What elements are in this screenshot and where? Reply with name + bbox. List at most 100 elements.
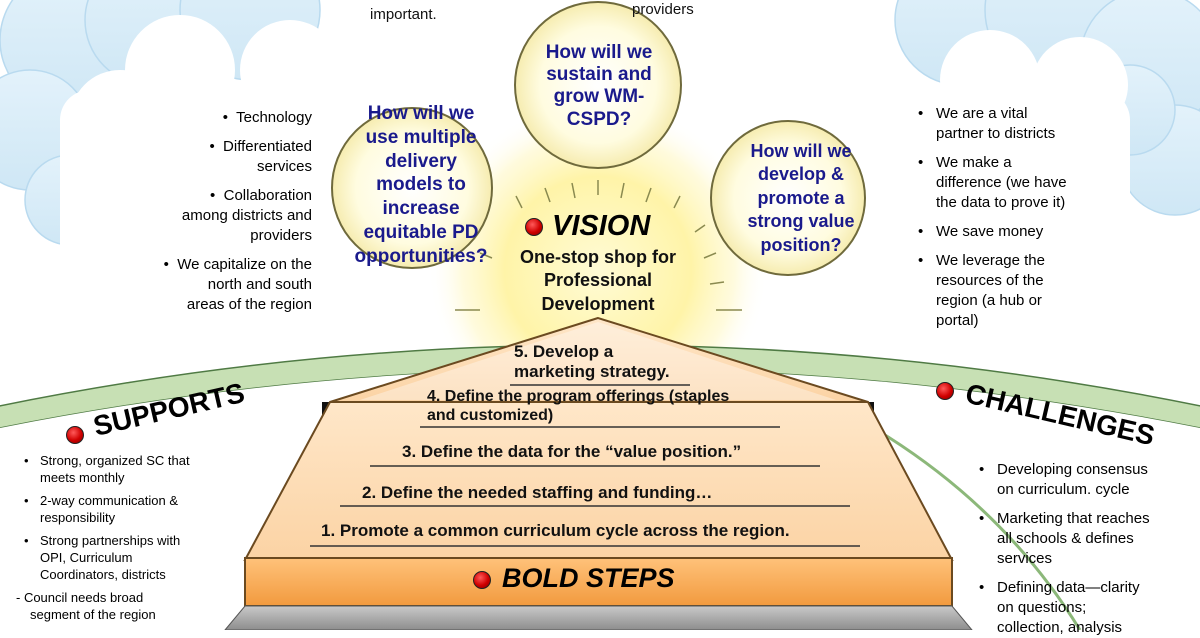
bullet-icon: • (24, 533, 29, 548)
list-line-text: Differentiated (223, 138, 312, 155)
list-line: OPI, Curriculum (40, 550, 133, 565)
list-line: Defining data—clarity (997, 579, 1140, 596)
list-line: Strong partnerships with (40, 533, 181, 548)
list-line: on questions; (997, 599, 1087, 616)
list-line: difference (we have (936, 174, 1067, 191)
bullet-icon: • (918, 154, 924, 171)
list-line: We make a (936, 154, 1012, 171)
challenges-title: CHALLENGES (963, 378, 1158, 452)
bullet-icon: • (163, 256, 178, 273)
bullet-icon: • (209, 138, 224, 155)
sun-rays (455, 180, 742, 311)
question-line: increase (382, 198, 460, 219)
vision-bullet-icon (525, 218, 543, 236)
step-4: 4. Define the program offerings (staples… (427, 387, 729, 425)
list-line: responsibility (40, 510, 116, 525)
list-line: services (256, 158, 312, 175)
list-item: • We capitalize on the north and south a… (150, 255, 312, 315)
cloud-right-list: • We are a vital partner to districts • … (918, 104, 1088, 331)
bullet-icon: • (979, 461, 985, 478)
question-circle-right (710, 120, 866, 276)
question-line: sustain and (546, 64, 652, 86)
question-line: promote a (757, 187, 845, 208)
question-line: equitable PD (363, 221, 479, 243)
list-line: segment of the region (30, 607, 156, 622)
vision-line: One-stop shop for (520, 247, 676, 267)
question-value-position: How will we develop & promote a strong v… (720, 140, 882, 257)
question-line: models to (376, 174, 466, 196)
list-item: • Developing consensus on curriculum. cy… (979, 460, 1179, 500)
step-underlines (310, 384, 860, 547)
question-line: How will we (545, 42, 653, 63)
question-line: position? (760, 234, 842, 255)
list-line: partner to districts (936, 125, 1056, 142)
list-line: all schools & defines (997, 530, 1134, 547)
list-line: Strong, organized SC that (40, 453, 190, 468)
list-line: • Technology (150, 108, 312, 128)
list-item: • We save money (918, 222, 1088, 242)
list-line: We leverage the (936, 252, 1045, 269)
supports-title: SUPPORTS (90, 380, 247, 442)
list-line: providers (250, 227, 312, 244)
step-line: 4. Define the program offerings (staples (427, 388, 730, 405)
supports-title-svg: SUPPORTS (90, 380, 247, 442)
list-item: - Council needs broad segment of the reg… (16, 589, 224, 623)
question-line: strong value (747, 211, 855, 232)
step-1: 1. Promote a common curriculum cycle acr… (321, 521, 790, 540)
bold-steps-bullet-icon (473, 571, 491, 589)
list-line: Coordinators, districts (40, 567, 166, 582)
list-item: • Technology (150, 108, 312, 128)
bullet-icon: • (222, 109, 237, 126)
supports-list: • Strong, organized SC that meets monthl… (16, 452, 224, 623)
bold-steps-title: BOLD STEPS (502, 563, 675, 593)
list-item: • We are a vital partner to districts (918, 104, 1088, 144)
bullet-icon: • (24, 493, 29, 508)
question-line: How will we (367, 103, 475, 124)
list-item: • Strong partnerships with OPI, Curricul… (24, 532, 224, 583)
list-item: • 2-way communication & responsibility (24, 492, 224, 526)
list-line: resources of the (936, 272, 1044, 289)
list-line: • Collaboration (150, 186, 312, 206)
challenges-title-svg: CHALLENGES (963, 378, 1158, 452)
bullet-icon: • (979, 510, 985, 527)
bullet-icon: • (979, 579, 985, 596)
list-item: • We leverage the resources of the regio… (918, 251, 1088, 331)
list-line: Marketing that reaches (997, 510, 1150, 527)
top-left-fragment: important. (370, 6, 437, 23)
list-line: - Council needs broad (16, 590, 144, 605)
list-item: • Collaboration among districts and prov… (150, 186, 312, 246)
list-line: the data to prove it) (936, 194, 1066, 211)
list-line: • We capitalize on the (150, 255, 312, 275)
list-item: • Differentiated services (150, 137, 312, 177)
house-floor (224, 605, 973, 630)
list-line: collection, analysis (997, 619, 1123, 636)
step-line: 5. Develop a (514, 342, 614, 361)
bullet-icon: • (210, 187, 224, 204)
question-line: use multiple (365, 126, 477, 148)
list-line-text: Technology (236, 109, 312, 126)
step-2: 2. Define the needed staffing and fundin… (362, 483, 713, 502)
vision-line: Development (541, 293, 655, 314)
list-line: services (997, 550, 1053, 567)
bullet-icon: • (918, 252, 924, 269)
list-line: 2-way communication & (40, 493, 178, 508)
list-line: region (a hub or (936, 292, 1042, 309)
bold-steps-base (244, 557, 953, 607)
question-line: grow WM- (553, 86, 645, 108)
challenges-list: • Developing consensus on curriculum. cy… (979, 460, 1179, 638)
top-right-fragment: providers (632, 1, 694, 18)
list-item: • Marketing that reaches all schools & d… (979, 509, 1179, 569)
bullet-icon: • (918, 223, 924, 240)
step-5: 5. Develop a marketing strategy. (514, 342, 670, 383)
question-circle-top (514, 1, 682, 169)
bullet-icon: • (918, 105, 924, 122)
list-line: meets monthly (40, 470, 125, 485)
question-line: delivery (385, 150, 457, 172)
list-line: among districts and (181, 207, 312, 224)
list-line: areas of the region (186, 296, 312, 313)
list-line: Developing consensus (997, 461, 1148, 478)
step-line: and customized) (427, 407, 554, 425)
list-line: We are a vital (936, 105, 1028, 122)
